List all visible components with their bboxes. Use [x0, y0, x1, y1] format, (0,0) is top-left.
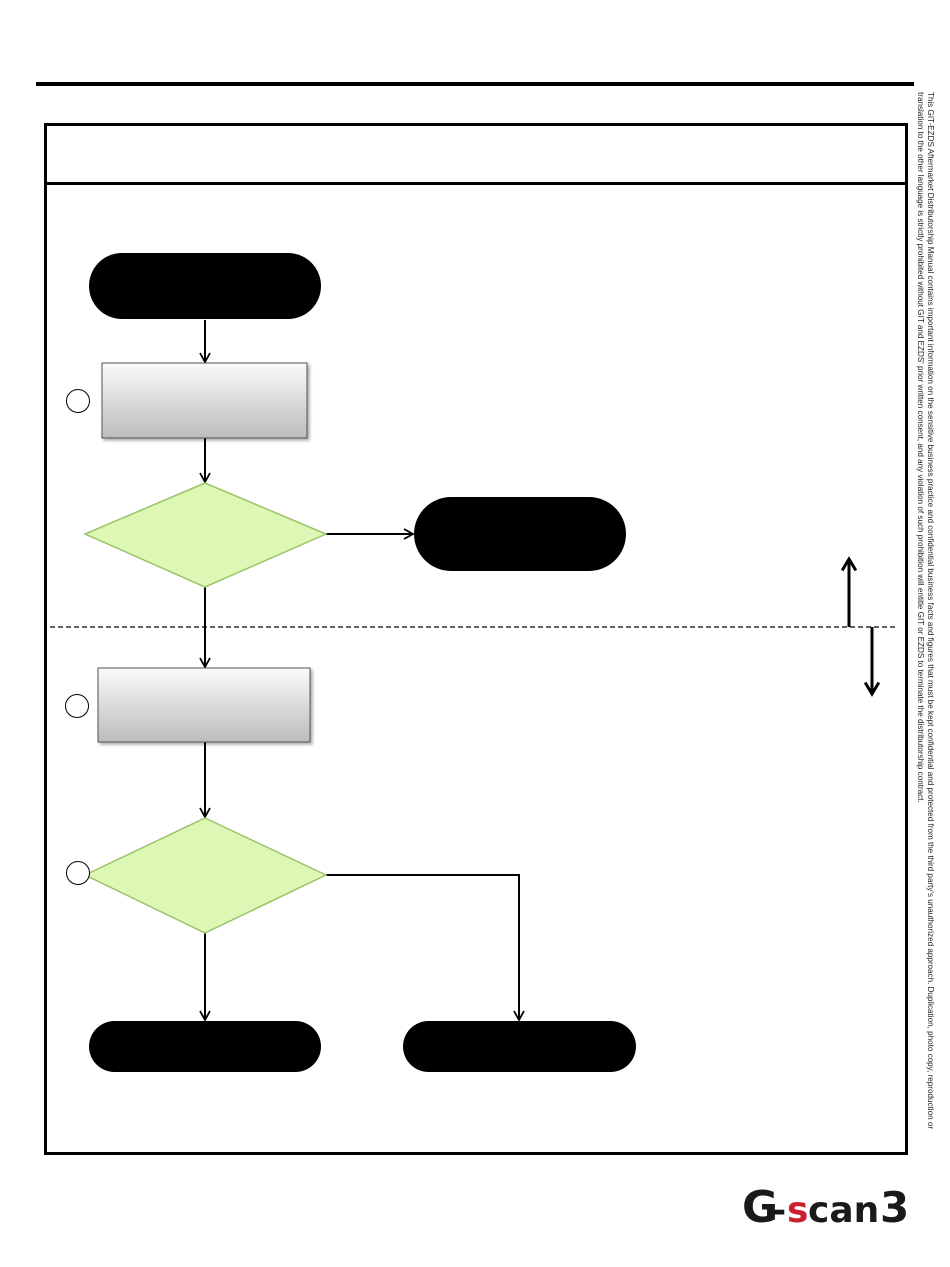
- end-terminal-left: [89, 1021, 321, 1072]
- logo-letter-g: G: [742, 1182, 778, 1230]
- logo-letter-s: s: [787, 1190, 808, 1230]
- step-2-marker: [65, 694, 89, 718]
- gscan3-logo: G - s can 3: [742, 1182, 909, 1230]
- decision-2-marker: [66, 861, 90, 885]
- connector-decision2-to-end-right: [326, 874, 525, 1022]
- end-terminal-right: [403, 1021, 636, 1072]
- decision-1-terminal: [414, 497, 626, 571]
- top-rule: [36, 82, 914, 86]
- logo-dash: -: [772, 1191, 786, 1230]
- step-1-marker: [66, 389, 90, 413]
- logo-letters-can: can: [808, 1190, 879, 1230]
- frame-header: [47, 126, 905, 185]
- diagram-frame: [44, 123, 908, 1155]
- decision-2: [83, 817, 328, 934]
- logo-digit-3: 3: [880, 1183, 909, 1230]
- start-terminal: [89, 253, 321, 319]
- step-2-process: [97, 667, 311, 743]
- step-1-process: [101, 362, 308, 439]
- confidentiality-disclaimer: This GIT-EZDS Aftermarket Distributorshi…: [916, 92, 935, 1130]
- decision-1: [83, 482, 328, 588]
